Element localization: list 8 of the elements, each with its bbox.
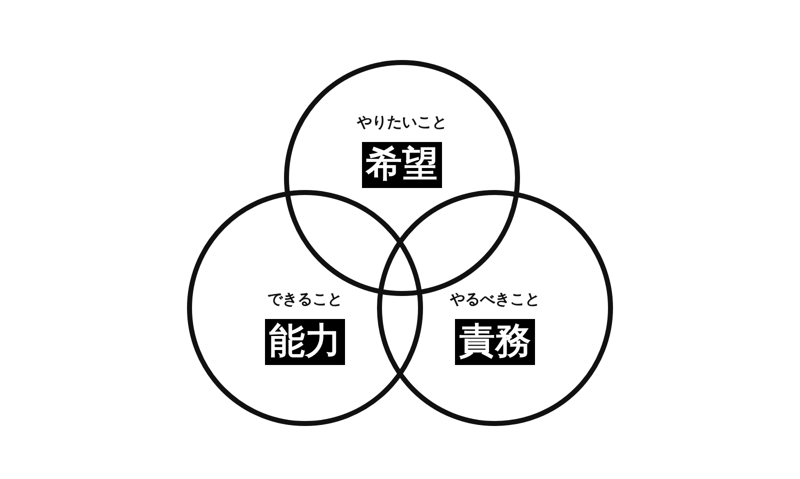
venn-circle [187,190,423,426]
circle-title: 能力 [265,319,345,365]
circle-title: 責務 [455,319,535,365]
circle-subtitle: やりたいこと [357,113,447,132]
circle-subtitle: できること [268,290,342,309]
venn-circle [377,190,613,426]
circle-subtitle: やるべきこと [450,290,540,309]
circle-title: 希望 [362,142,442,188]
